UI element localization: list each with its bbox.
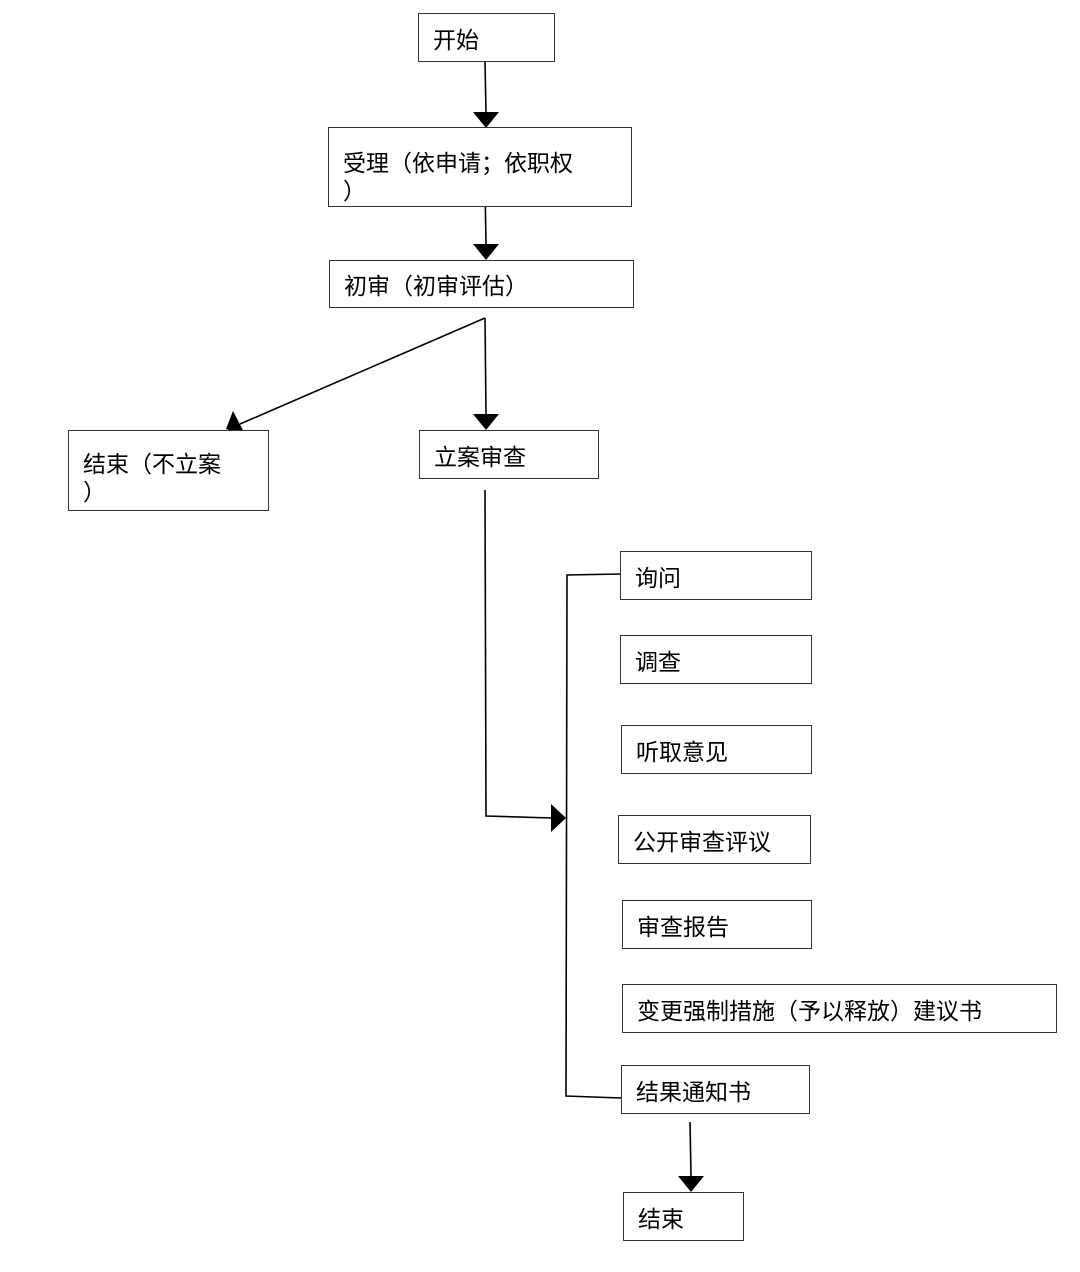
end-node: 结束 bbox=[623, 1192, 744, 1241]
arrowhead-end-no-case bbox=[226, 411, 246, 436]
start-label: 开始 bbox=[433, 28, 479, 54]
review-report-label: 审查报告 bbox=[637, 915, 729, 941]
end-label: 结束 bbox=[638, 1207, 684, 1233]
connector-start-accept bbox=[484, 61, 487, 113]
connector-notice-end bbox=[689, 1121, 692, 1177]
arrowhead-accept bbox=[473, 112, 499, 128]
review-steps-bracket bbox=[565, 573, 622, 1099]
end-no-case-label: 结束（不立案 ） bbox=[83, 452, 221, 506]
recommendation-label: 变更强制措施（予以释放）建议书 bbox=[637, 999, 982, 1025]
initial-review-label: 初审（初审评估） bbox=[344, 274, 528, 300]
investigation-label: 调查 bbox=[635, 650, 681, 676]
arrowhead-end bbox=[678, 1176, 704, 1192]
inquiry-label: 询问 bbox=[635, 566, 681, 592]
arrowhead-bracket bbox=[551, 804, 566, 832]
connector-initial-end-no-case bbox=[239, 317, 486, 425]
public-review-label: 公开审查评议 bbox=[633, 830, 771, 856]
start-node: 开始 bbox=[418, 13, 555, 62]
review-report-node: 审查报告 bbox=[622, 900, 812, 949]
arrowhead-case-review bbox=[473, 414, 499, 430]
investigation-node: 调查 bbox=[620, 635, 812, 684]
accept-node: 受理（依申请；依职权 ） bbox=[328, 127, 632, 207]
initial-review-node: 初审（初审评估） bbox=[329, 260, 634, 308]
connector-case-review-bracket bbox=[484, 489, 553, 819]
inquiry-node: 询问 bbox=[620, 551, 812, 600]
accept-label: 受理（依申请；依职权 ） bbox=[343, 151, 573, 205]
result-notice-label: 结果通知书 bbox=[636, 1080, 751, 1106]
connector-initial-case-review bbox=[484, 317, 487, 415]
recommendation-node: 变更强制措施（予以释放）建议书 bbox=[622, 984, 1057, 1033]
public-review-node: 公开审查评议 bbox=[618, 815, 811, 864]
case-review-label: 立案审查 bbox=[434, 445, 526, 471]
result-notice-node: 结果通知书 bbox=[621, 1065, 810, 1114]
hear-opinions-node: 听取意见 bbox=[621, 725, 812, 774]
arrowhead-initial bbox=[473, 244, 499, 260]
hear-opinions-label: 听取意见 bbox=[636, 740, 728, 766]
end-no-case-node: 结束（不立案 ） bbox=[68, 430, 269, 511]
case-review-node: 立案审查 bbox=[419, 430, 599, 479]
